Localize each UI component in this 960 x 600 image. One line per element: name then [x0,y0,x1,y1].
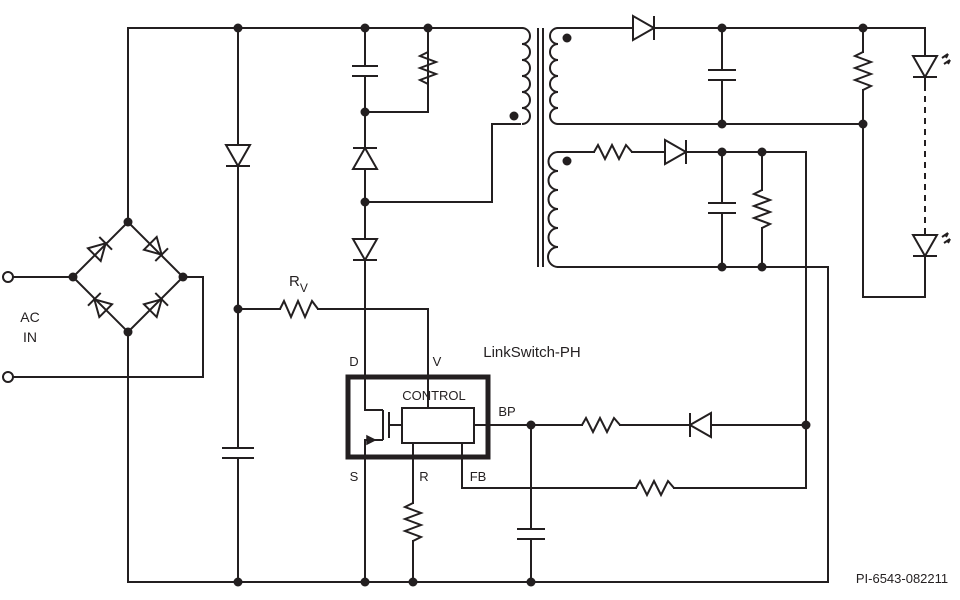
bias-load-resistor [751,189,773,229]
bias-circuit [557,138,829,425]
output-winding [549,27,559,125]
input-diode [224,144,252,169]
bias-winding [547,151,559,268]
pin-label-fb: FB [470,469,487,484]
ac-in-label-line2: IN [23,329,37,345]
primary-winding [521,27,531,125]
clamp-network [351,27,521,411]
control-label: CONTROL [402,388,466,403]
bridge-diode-1 [86,236,113,263]
bridge-rectifier [68,217,188,337]
control-block [401,407,475,444]
diagram-part-number: PI-6543-082211 [856,571,948,586]
output-stage [557,14,951,298]
input-branch: RV [222,27,429,583]
r-pin-resistor [402,502,424,542]
ic-package-outline [345,374,491,460]
led-top [911,55,939,80]
ic-part-name: LinkSwitch-PH [483,344,581,361]
power-mosfet [364,409,402,582]
output-rectifier-diode [632,14,657,42]
transformer [509,27,572,268]
fb-resistor [635,478,675,498]
bias-rectifier-diode [664,138,689,166]
bias-series-resistor [593,142,633,162]
bridge-diode-2 [142,235,169,262]
ac-terminal-top [2,271,14,283]
pin-label-s: S [350,469,359,484]
bp-resistor [581,415,621,435]
led-top-light-icon [941,53,951,65]
main-rails [127,23,829,587]
bridge-diode-4 [142,292,169,319]
ac-input: AC IN [2,271,204,383]
led-bottom-light-icon [941,232,951,244]
rv-resistor [279,298,319,320]
bridge-diode-3 [87,292,114,319]
output-bleeder-resistor [852,51,874,91]
drain-blocking-diode [351,238,379,263]
pin-label-v: V [433,354,442,369]
linkswitch-ic: CONTROL LinkSwitch-PH D V S R FB BP [345,344,811,583]
ac-in-label-line1: AC [20,309,39,325]
led-bottom [911,234,939,259]
pin-label-r: R [419,469,428,484]
bp-diode [687,411,712,439]
clamp-resistor [417,51,439,85]
rv-label: RV [289,273,308,295]
pin-label-d: D [349,354,358,369]
clamp-diode [351,145,379,170]
pin-label-bp: BP [498,404,515,419]
ac-terminal-bottom [2,371,14,383]
